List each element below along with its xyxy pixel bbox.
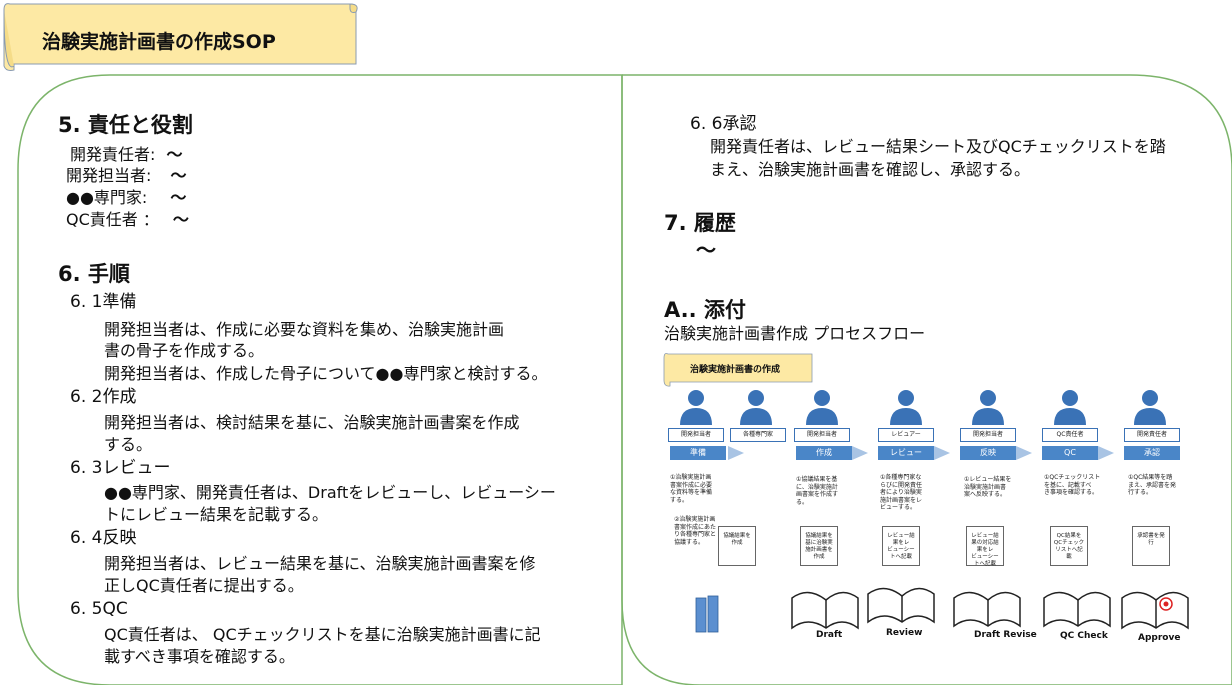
document-box: 承認書を発 行 <box>1132 526 1170 566</box>
book-icons <box>791 587 1189 630</box>
role-value: 〜 <box>170 166 187 185</box>
section6-heading: 6. 手順 <box>58 262 130 286</box>
person-icon <box>1134 390 1166 425</box>
step-note: ①QC結果等を踏 まえ、承認書を発 行する。 <box>1128 474 1177 496</box>
step-6-1-title: 6. 1準備 <box>70 292 137 312</box>
document-box: レビュー結 果をレ ビューシー トへ記載 <box>882 526 920 566</box>
section5-heading: 5. 責任と役割 <box>58 113 193 137</box>
flow-arrows <box>728 446 1114 460</box>
person-icons <box>680 390 1166 425</box>
book-icon-review <box>867 587 935 624</box>
flow-arrow <box>1016 446 1032 460</box>
role-row: QC責任者 ： 〜 <box>66 210 189 230</box>
step-line: 開発責任者は、レビュー結果シート及びQCチェックリストを踏 <box>710 137 1166 156</box>
role-value: 〜 <box>172 210 189 229</box>
flow-title: 治験実施計画書の作成 <box>690 365 781 375</box>
step-note: ①レビュー結果を 治験実施計画書 案へ反映する。 <box>964 476 1012 498</box>
role-value: 〜 <box>166 145 183 164</box>
book-icon-draft <box>791 591 859 630</box>
step-line: まえ、治験実施計画書を確認し、承認する。 <box>710 160 1031 179</box>
role-label: QC責任者 ： <box>66 210 159 229</box>
step-6-5-title: 6. 5QC <box>70 599 128 619</box>
flow-step: 作成 <box>796 446 852 460</box>
flow-step: 承認 <box>1124 446 1180 460</box>
section7-heading: 7. 履歴 <box>664 211 736 235</box>
left-panel-border <box>17 74 623 685</box>
book-label: QC Check <box>1060 631 1108 641</box>
role-row: ●●専門家: 〜 <box>66 188 186 208</box>
flow-step: 反映 <box>960 446 1016 460</box>
binder-icon <box>695 595 719 633</box>
role-label: 開発責任者: <box>70 145 161 164</box>
book-icon-approve <box>1121 591 1189 630</box>
role-label: ●●専門家: <box>66 188 153 207</box>
flow-arrow <box>852 446 868 460</box>
approval-seal-icon <box>1159 597 1173 611</box>
role-row: 開発責任者: 〜 <box>70 145 183 165</box>
role-box: 開発担当者 <box>668 428 724 442</box>
person-icon <box>680 390 712 425</box>
person-icon <box>806 390 838 425</box>
book-icon-draft-revise <box>953 591 1021 628</box>
person-icon <box>890 390 922 425</box>
document-box: QC結果を QCチェック リストへ記 載 <box>1050 526 1088 566</box>
flow-step: 準備 <box>670 446 726 460</box>
book-label: Draft Revise <box>974 630 1037 640</box>
role-box: 各種専門家 <box>730 428 786 442</box>
flow-step: QC <box>1042 446 1098 460</box>
role-label: 開発担当者: <box>66 166 157 185</box>
step-line: する。 <box>104 435 153 454</box>
role-value: 〜 <box>170 188 187 207</box>
book-label: Review <box>886 628 923 638</box>
role-box: QC責任者 <box>1042 428 1098 442</box>
flow-arrow <box>934 446 950 460</box>
book-label: Approve <box>1138 633 1181 643</box>
step-note: ①協議結果を基 に、治験実施計 画書案を作成す る。 <box>796 476 839 506</box>
step-6-3-title: 6. 3レビュー <box>70 458 171 478</box>
flow-title-banner <box>663 353 813 387</box>
flow-arrow <box>728 446 744 460</box>
step-6-4-title: 6. 4反映 <box>70 528 137 548</box>
step-note: ①治験実施計画 書案作成に必要 な資料等を準備 する。 <box>670 474 713 504</box>
role-row: 開発担当者: 〜 <box>66 166 187 186</box>
step-6-2-title: 6. 2作成 <box>70 387 137 407</box>
page-title: 治験実施計画書の作成SOP <box>42 31 276 53</box>
step-line: 載すべき事項を確認する。 <box>104 647 295 666</box>
step-note: ①各種専門家な らびに開発責任 者により治験実 施計画書案をレ ビューする。 <box>880 474 923 511</box>
step-note: ①QCチェックリスト を基に、記載すべ き事項を確認する。 <box>1044 474 1101 496</box>
role-box: 開発担当者 <box>960 428 1016 442</box>
role-box: 開発担当者 <box>794 428 850 442</box>
person-icon <box>1054 390 1086 425</box>
role-box: レビュアー <box>878 428 934 442</box>
step-line: ●●専門家、開発責任者は、Draftをレビューし、レビューシー <box>104 483 556 502</box>
step-line: 書の骨子を作成する。 <box>104 341 265 360</box>
title-banner-scroll <box>3 3 358 71</box>
step-line: 開発担当者は、作成に必要な資料を集め、治験実施計画 <box>104 320 505 339</box>
document-box: レビュー結 果の対応結 果をレ ビューシー トへ記載 <box>966 526 1004 567</box>
appendix-heading: A.. 添付 <box>664 298 746 322</box>
person-icon <box>740 390 772 425</box>
role-box: 開発責任者 <box>1124 428 1180 442</box>
book-label: Draft <box>816 630 843 640</box>
step-line: トにレビュー結果を記載する。 <box>104 505 329 524</box>
person-icon <box>972 390 1004 425</box>
step-line: 正しQC責任者に提出する。 <box>104 576 304 595</box>
book-icon-qc-check <box>1043 591 1111 628</box>
approval-seal-dot <box>1163 601 1169 607</box>
flow-step: レビュー <box>878 446 934 460</box>
step-line: QC責任者は、 QCチェックリストを基に治験実施計画書に記 <box>104 625 541 644</box>
flow-arrow <box>1098 446 1114 460</box>
step-line: 開発担当者は、検討結果を基に、治験実施計画書案を作成 <box>104 413 520 432</box>
history-body: 〜 <box>696 238 716 262</box>
step-line: 開発担当者は、レビュー結果を基に、治験実施計画書案を修 <box>104 554 536 573</box>
step-note: ②治験実施計画 書案作成にあた り各種専門家と 協議する。 <box>674 516 717 546</box>
step-line: 開発担当者は、作成した骨子について●●専門家と検討する。 <box>104 364 548 383</box>
document-box: 協議結果を 基に治験実 施計画書を 作成 <box>800 526 838 566</box>
appendix-subtitle: 治験実施計画書作成 プロセスフロー <box>664 324 926 343</box>
document-box: 協議結果を 作成 <box>718 526 756 566</box>
step-6-6-title: 6. 6承認 <box>690 114 757 134</box>
